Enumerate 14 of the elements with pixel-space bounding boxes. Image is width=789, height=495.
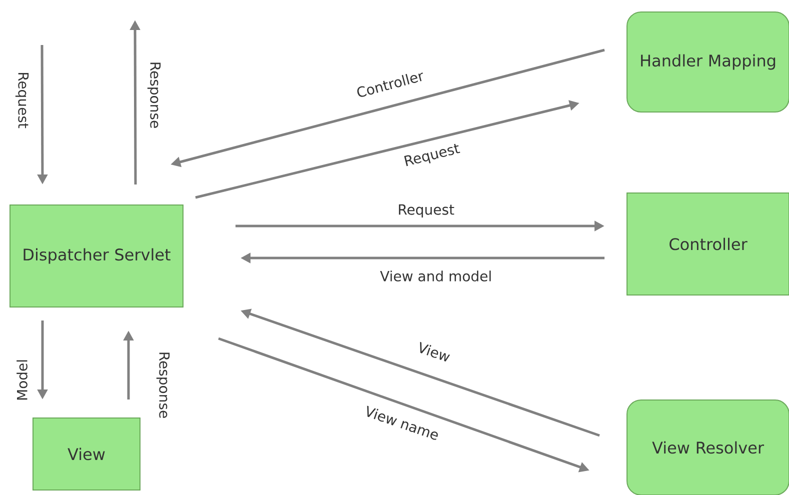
- rounded-box: Handler Mapping: [626, 12, 789, 112]
- process-box: Controller: [626, 192, 789, 296]
- edge-label: Response: [156, 352, 170, 418]
- edge-label: Request: [15, 72, 29, 128]
- edge-label: Response: [147, 62, 161, 128]
- edge-label: Request: [404, 144, 460, 166]
- edge-label: View: [420, 342, 450, 362]
- edge-label: View name: [367, 406, 438, 440]
- rounded-box: View Resolver: [626, 400, 789, 495]
- process-box: Dispatcher Servlet: [10, 204, 184, 308]
- process-box: View: [32, 418, 140, 490]
- edge-label: Request: [398, 204, 454, 218]
- edge-label: View and model: [380, 270, 491, 282]
- edge-label: Model: [16, 360, 28, 400]
